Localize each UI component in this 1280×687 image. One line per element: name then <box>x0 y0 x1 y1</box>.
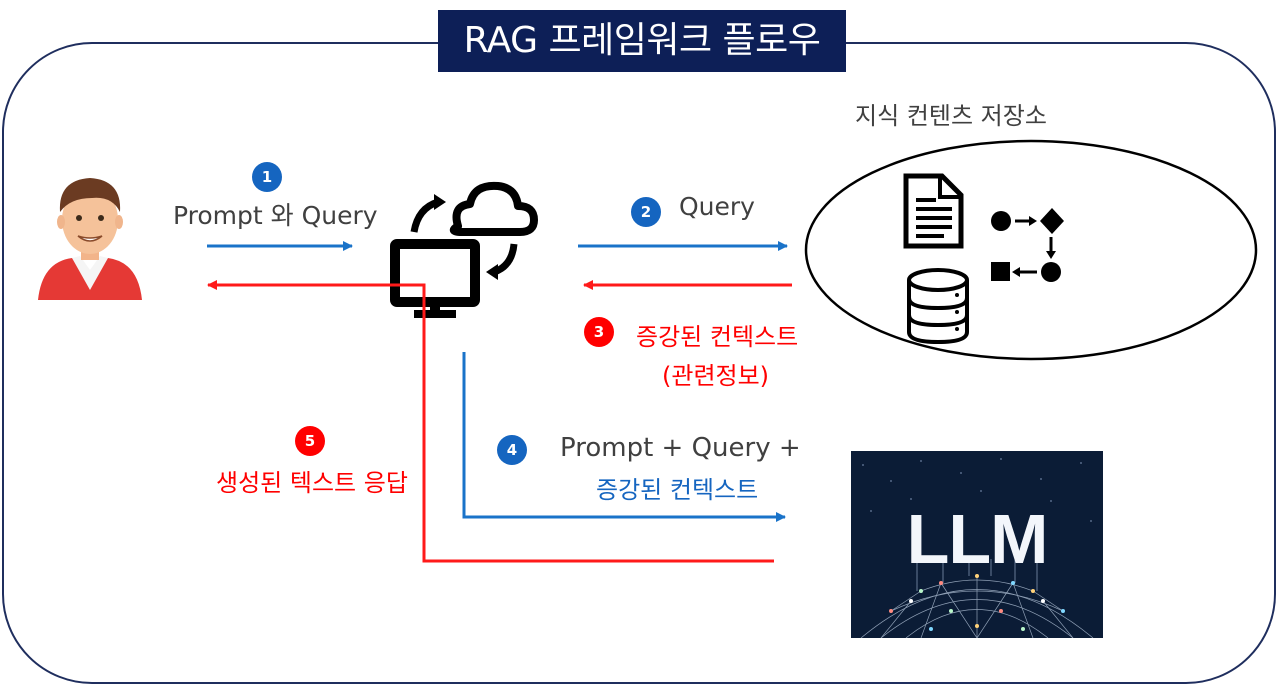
knowledge-store-label: 지식 컨텐츠 저장소 <box>855 102 1047 130</box>
llm-globe-network <box>860 458 1094 638</box>
step-4-label-line2: 증강된 컨텍스트 <box>596 476 759 504</box>
step-badge-3: 3 <box>584 317 614 347</box>
document-icon <box>903 173 964 249</box>
step-5-label: 생성된 텍스트 응답 <box>216 469 408 497</box>
step-badge-5: 5 <box>295 426 325 456</box>
step-1-label: Prompt 와 Query <box>173 201 378 230</box>
arrow-system-to-llm <box>462 352 786 522</box>
workflow-icon <box>991 208 1064 282</box>
step-badge-2: 2 <box>631 197 661 227</box>
llm-network-image: LLM <box>851 451 1103 638</box>
user-avatar-icon <box>38 178 142 300</box>
step-badge-1: 1 <box>252 162 282 192</box>
arrow-llm-to-user <box>207 280 774 563</box>
page-title: RAG 프레임워크 플로우 <box>438 10 846 72</box>
database-icon <box>907 268 969 345</box>
step-badge-4: 4 <box>497 435 527 465</box>
step-2-label: Query <box>679 192 755 221</box>
step-3-label-line1: 증강된 컨텍스트 <box>636 323 799 351</box>
cloud-sync-computer-icon <box>390 181 538 318</box>
step-4-label-line1: Prompt + Query + <box>560 433 801 463</box>
llm-label: LLM <box>906 500 1049 578</box>
knowledge-store-ellipse <box>804 139 1258 361</box>
step-3-label-line2: (관련정보) <box>662 362 770 390</box>
